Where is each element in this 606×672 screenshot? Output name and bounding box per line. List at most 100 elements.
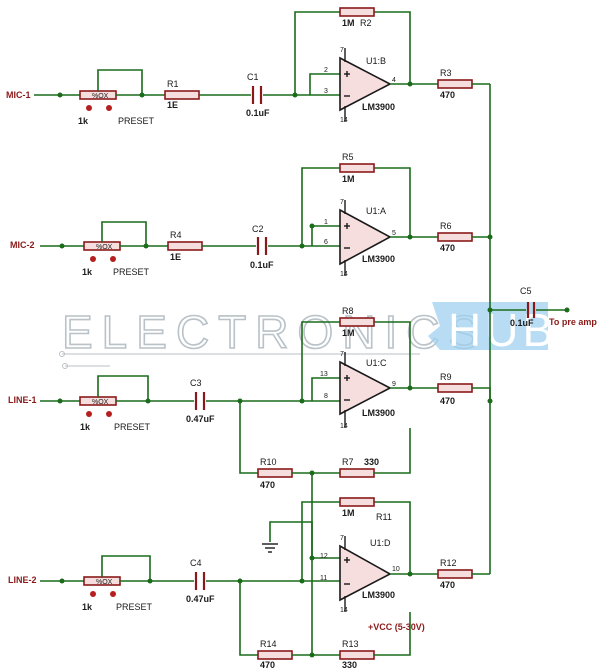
watermark-text: ELECTRONICS	[62, 306, 488, 358]
opamp-u1c	[339, 360, 392, 416]
svg-text:1M: 1M	[342, 18, 355, 28]
mic2-label: MIC-2	[10, 240, 35, 250]
svg-text:1: 1	[324, 219, 328, 226]
svg-text:470: 470	[440, 580, 455, 590]
svg-text:LM3900: LM3900	[362, 254, 395, 264]
svg-text:%OX: %OX	[92, 93, 109, 100]
svg-text:470: 470	[440, 243, 455, 253]
r1	[164, 90, 200, 100]
line2-label: LINE-2	[8, 575, 37, 585]
r6	[437, 232, 473, 242]
svg-text:U1:C: U1:C	[366, 358, 387, 368]
svg-text:10: 10	[392, 566, 400, 573]
svg-text:%OX: %OX	[92, 399, 109, 406]
c5-value: 0.1uF	[510, 318, 534, 328]
svg-text:6: 6	[324, 239, 328, 246]
watermark: ELECTRONICS HUB	[59, 302, 557, 369]
svg-text:C1: C1	[247, 72, 259, 82]
output-bus: C5 0.1uF To pre amp	[487, 84, 597, 574]
svg-text:7: 7	[340, 351, 344, 358]
svg-text:11: 11	[320, 575, 327, 582]
svg-text:LM3900: LM3900	[362, 590, 395, 600]
channel-line2: LINE-2 %OX 1k PRESET C4 0.47uF 1M R11	[8, 473, 490, 670]
svg-text:C2: C2	[252, 224, 264, 234]
svg-text:1k: 1k	[80, 422, 91, 432]
svg-text:R9: R9	[440, 372, 452, 382]
svg-text:R8: R8	[342, 306, 354, 316]
svg-text:R7: R7	[342, 457, 354, 467]
svg-text:PRESET: PRESET	[113, 267, 150, 277]
svg-text:%OX: %OX	[96, 244, 113, 251]
svg-text:R5: R5	[342, 152, 354, 162]
svg-text:7: 7	[340, 199, 344, 206]
opamp-u1b	[339, 56, 392, 112]
r9	[437, 383, 473, 393]
svg-text:14: 14	[340, 423, 348, 430]
r5	[339, 163, 375, 173]
r14	[257, 650, 293, 660]
svg-text:2: 2	[324, 67, 328, 74]
svg-text:14: 14	[340, 117, 348, 124]
svg-text:R11: R11	[376, 512, 392, 522]
svg-text:1M: 1M	[342, 174, 355, 184]
svg-text:330: 330	[364, 457, 379, 467]
svg-text:1k: 1k	[82, 267, 93, 277]
mic1-label: MIC-1	[6, 90, 31, 100]
r4	[167, 241, 203, 251]
svg-text:1E: 1E	[167, 100, 178, 110]
svg-text:0.1uF: 0.1uF	[250, 260, 274, 270]
svg-text:R2: R2	[360, 18, 372, 28]
svg-text:R1: R1	[167, 79, 179, 89]
svg-text:C3: C3	[190, 378, 202, 388]
r11	[339, 497, 375, 507]
svg-text:R14: R14	[260, 639, 277, 649]
svg-text:PRESET: PRESET	[118, 116, 155, 126]
svg-text:1M: 1M	[342, 508, 355, 518]
svg-text:330: 330	[342, 660, 357, 670]
svg-text:U1:B: U1:B	[366, 56, 386, 66]
channel-mic1: MIC-1 %OX 1k PRESET R1 1E C1 0.1uF 1M R2…	[6, 7, 490, 126]
r12	[437, 569, 473, 579]
svg-text:470: 470	[260, 480, 275, 490]
svg-text:PRESET: PRESET	[116, 602, 153, 612]
r8	[339, 317, 375, 327]
svg-text:R10: R10	[260, 457, 277, 467]
watermark-hub-box	[428, 302, 548, 350]
svg-text:470: 470	[440, 90, 455, 100]
line1-label: LINE-1	[8, 395, 37, 405]
r10	[257, 468, 293, 478]
svg-text:R6: R6	[440, 221, 452, 231]
svg-text:470: 470	[440, 396, 455, 406]
svg-text:0.47uF: 0.47uF	[186, 414, 215, 424]
svg-text:C4: C4	[190, 558, 202, 568]
opamp-u1a	[339, 208, 392, 266]
svg-text:1k: 1k	[82, 602, 93, 612]
vcc-label: +VCC (5-30V)	[368, 622, 425, 632]
r7	[339, 468, 375, 478]
opamp-u1d	[339, 544, 392, 602]
svg-text:%OX: %OX	[96, 579, 113, 586]
svg-text:R12: R12	[440, 558, 457, 568]
svg-text:3: 3	[324, 88, 328, 95]
svg-text:0.47uF: 0.47uF	[186, 594, 215, 604]
svg-text:470: 470	[260, 660, 275, 670]
svg-text:4: 4	[392, 77, 396, 84]
channel-line1: LINE-1 %OX 1k PRESET C3 0.47uF R8 1M 7 1…	[8, 306, 491, 490]
svg-text:R13: R13	[342, 639, 359, 649]
svg-text:R4: R4	[170, 230, 182, 240]
svg-text:7: 7	[340, 47, 344, 54]
svg-text:12: 12	[320, 553, 328, 560]
svg-text:5: 5	[392, 230, 396, 237]
output-label: To pre amp	[549, 317, 597, 327]
watermark-hub: HUB	[448, 304, 557, 356]
svg-text:LM3900: LM3900	[362, 102, 395, 112]
svg-text:U1:D: U1:D	[370, 538, 391, 548]
svg-text:9: 9	[392, 381, 396, 388]
svg-text:R3: R3	[440, 68, 452, 78]
svg-text:1E: 1E	[170, 252, 181, 262]
r3	[437, 79, 473, 89]
svg-text:1M: 1M	[342, 328, 355, 338]
channel-mic2: MIC-2 %OX 1k PRESET R4 1E C2 0.1uF R5 1M…	[10, 152, 490, 278]
r13	[339, 650, 375, 660]
